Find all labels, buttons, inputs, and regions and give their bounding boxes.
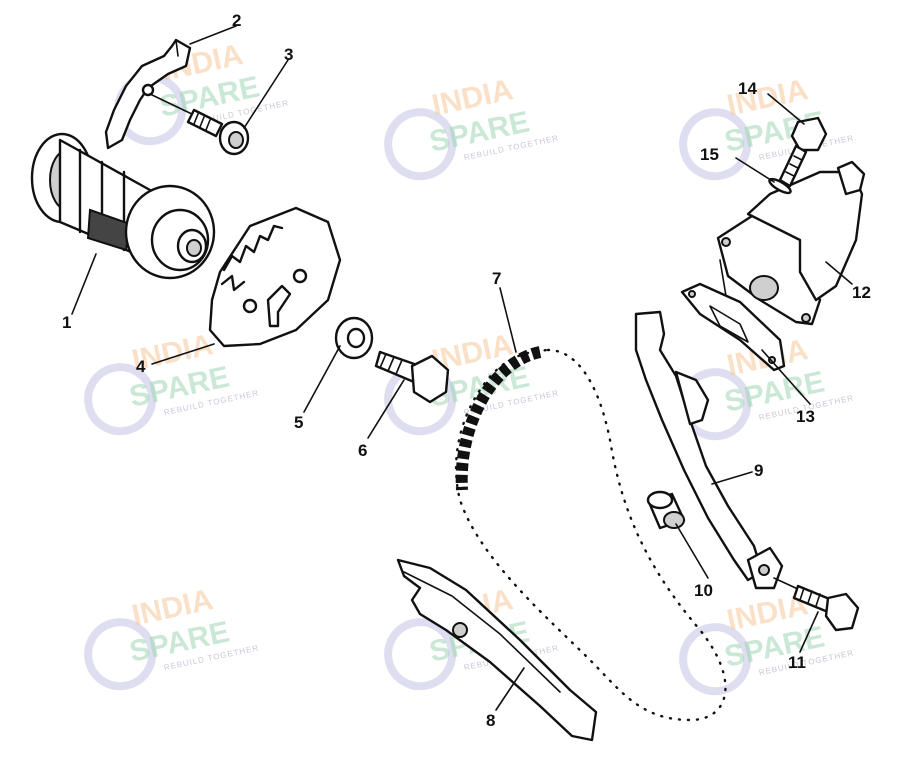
- part-13-gasket: [680, 282, 786, 372]
- callout-15: 15: [700, 145, 719, 164]
- part-7-cam-chain: [454, 346, 727, 722]
- leader-line-13: [761, 349, 811, 405]
- callout-4: 4: [136, 357, 146, 376]
- callout-12: 12: [852, 283, 871, 302]
- leader-line-6: [367, 379, 405, 439]
- part-14-bolt: [778, 116, 828, 188]
- part-3-bolt: [149, 93, 250, 156]
- part-10-collar: [646, 490, 686, 530]
- watermark-logo: INDIA SPARE REBUILD TOGETHER: [679, 333, 855, 441]
- leader-line-4: [151, 343, 215, 365]
- watermark-logo: INDIA SPARE REBUILD TOGETHER: [84, 583, 260, 691]
- watermark-logo: INDIA SPARE REBUILD TOGETHER: [384, 73, 560, 181]
- watermark-wrench-icon: [84, 618, 157, 691]
- callout-3: 3: [284, 45, 293, 64]
- part-9-tensioner-guide: [634, 310, 784, 590]
- leader-line-5: [303, 345, 341, 413]
- part-8-chain-guide: [396, 558, 598, 742]
- part-6-bolt: [374, 350, 450, 404]
- watermark-wrench-icon: [679, 108, 752, 181]
- leader-line-3: [243, 59, 289, 129]
- leader-line-7: [499, 287, 517, 353]
- part-2-bracket: [104, 38, 192, 150]
- callout-7: 7: [492, 269, 501, 288]
- callout-8: 8: [486, 711, 495, 730]
- leader-line-12: [825, 261, 853, 285]
- callout-14: 14: [738, 79, 757, 98]
- watermark-wrench-icon: [384, 108, 457, 181]
- callout-6: 6: [358, 441, 367, 460]
- leader-line-2: [189, 25, 237, 45]
- leader-line-1: [71, 253, 97, 315]
- callout-11: 11: [788, 653, 806, 672]
- callout-1: 1: [62, 313, 71, 332]
- part-1-camshaft: [30, 132, 216, 280]
- watermark-wrench-icon: [84, 363, 157, 436]
- watermark-wrench-icon: [679, 623, 752, 696]
- watermark-logo: INDIA SPARE REBUILD TOGETHER: [679, 73, 855, 181]
- leader-line-8: [495, 667, 525, 711]
- callout-10: 10: [694, 581, 713, 600]
- part-5-washer: [334, 316, 374, 360]
- callout-13: 13: [796, 407, 815, 426]
- callout-labels: 1 2 3 4 5 6 7 8 9 10 11 12 13 14 15: [62, 11, 871, 730]
- leader-line-10: [675, 523, 709, 579]
- leader-lines: [71, 25, 853, 711]
- leader-line-11: [799, 611, 819, 653]
- callout-9: 9: [754, 461, 763, 480]
- leader-line-15: [735, 157, 775, 183]
- callout-5: 5: [294, 413, 303, 432]
- leader-line-9: [711, 471, 753, 485]
- callout-2: 2: [232, 11, 241, 30]
- watermark-wrench-icon: [384, 618, 457, 691]
- part-11-bolt: [773, 577, 860, 632]
- part-4-sprocket: [208, 206, 342, 348]
- leader-line-14: [767, 93, 805, 125]
